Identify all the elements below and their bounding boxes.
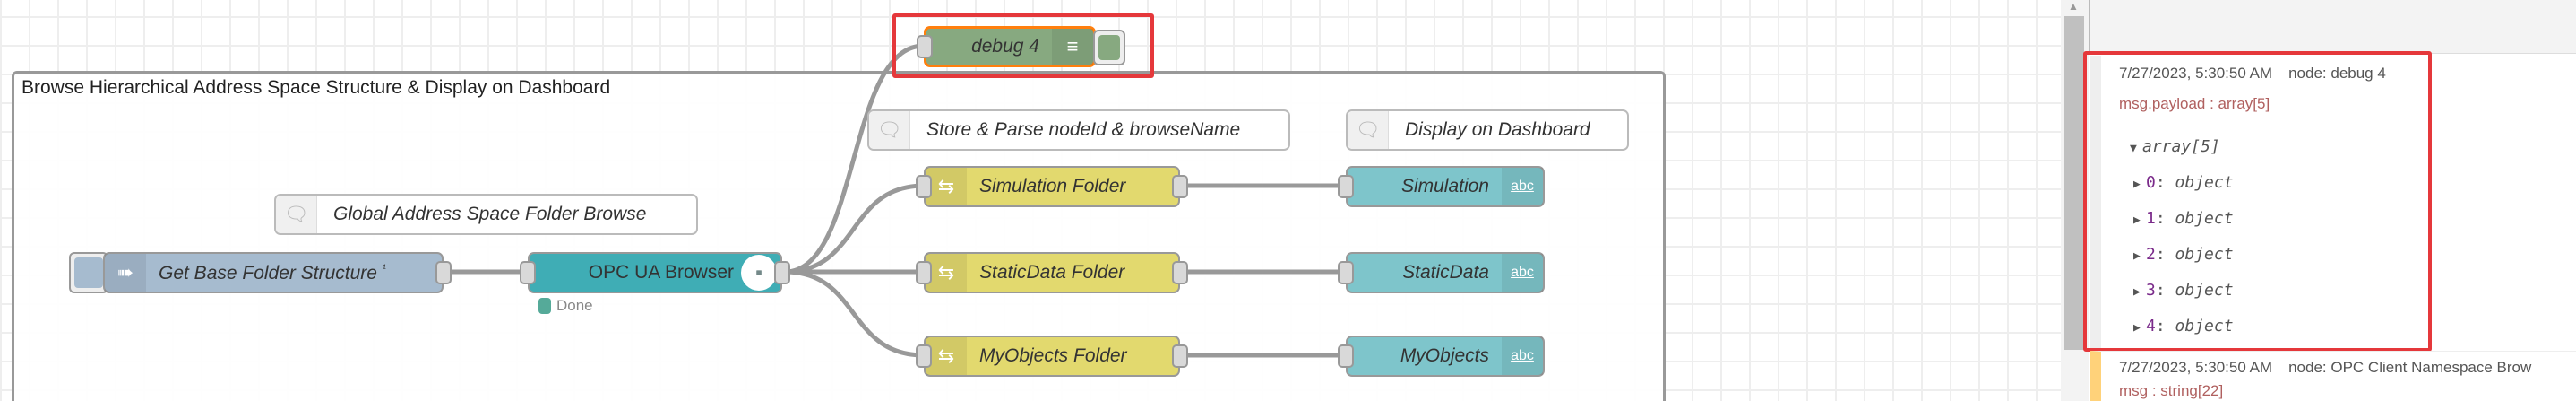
status-dot-icon xyxy=(538,298,551,314)
arrow-right-icon: ➠ xyxy=(105,254,146,292)
change-node-myobjects[interactable]: ⇆ MyObjects Folder xyxy=(916,336,1188,377)
message-node[interactable]: node: OPC Client Namespace Brow xyxy=(2288,359,2532,376)
caret-right-icon: ▶ xyxy=(2133,285,2141,299)
change-node-staticdata[interactable]: ⇆ StaticData Folder xyxy=(916,252,1188,293)
caret-right-icon: ▶ xyxy=(2133,321,2141,335)
input-port[interactable] xyxy=(1338,261,1354,284)
highlight-box xyxy=(2083,51,2432,352)
wire-browser-debug xyxy=(784,43,925,275)
tree-item[interactable]: ▶1: object xyxy=(2130,201,2576,237)
message-node[interactable]: node: debug 4 xyxy=(2288,65,2386,82)
inject-node[interactable]: ➠ Get Base Folder Structure ¹ xyxy=(103,252,452,293)
input-port[interactable] xyxy=(1338,175,1354,198)
debug-message[interactable]: 7/27/2023, 5:30:50 AM node: OPC Client Na… xyxy=(2090,351,2576,401)
change-node-simulation[interactable]: ⇆ Simulation Folder xyxy=(916,166,1188,207)
text-node-myobjects[interactable]: MyObjects abc xyxy=(1338,336,1545,377)
browser-label: OPC UA Browser xyxy=(588,262,734,283)
opcua-browser-node[interactable]: OPC UA Browser ▦ xyxy=(520,252,790,293)
output-port[interactable] xyxy=(774,261,790,284)
comment-display-dashboard[interactable]: 🗨 Display on Dashboard xyxy=(1346,109,1629,151)
message-property: msg.payload : array[5] xyxy=(2119,95,2270,112)
flow-canvas[interactable]: Browse Hierarchical Address Space Struct… xyxy=(0,0,2061,401)
abc-text-icon: abc xyxy=(1502,337,1543,375)
comment-icon: 🗨 xyxy=(276,196,317,233)
comment-icon: 🗨 xyxy=(1348,111,1389,149)
wire-browser-simulation xyxy=(784,183,925,275)
tree-item[interactable]: ▶2: object xyxy=(2130,237,2576,273)
debug-toggle-button[interactable] xyxy=(1093,30,1125,65)
input-port[interactable] xyxy=(1338,344,1354,368)
input-port[interactable] xyxy=(916,344,932,368)
debug-label: debug 4 xyxy=(971,36,1039,57)
input-port[interactable] xyxy=(916,261,932,284)
comment-icon: 🗨 xyxy=(869,111,910,149)
list-icon: ≡ xyxy=(1052,29,1093,65)
tree-root[interactable]: ▼array[5] xyxy=(2130,129,2576,165)
input-port[interactable] xyxy=(916,175,932,198)
opcua-logo-icon: ▦ xyxy=(741,255,777,291)
inject-suffix: ¹ xyxy=(382,261,386,275)
sidebar-header xyxy=(2089,0,2576,54)
debug-message[interactable]: 7/27/2023, 5:30:50 AM node: debug 4 msg.p… xyxy=(2090,56,2576,350)
shuffle-icon: ⇆ xyxy=(926,254,967,292)
group-title: Browse Hierarchical Address Space Struct… xyxy=(22,77,611,98)
output-port[interactable] xyxy=(1172,261,1188,284)
debug-node[interactable]: debug 4 ≡ xyxy=(917,26,1096,67)
tree-item[interactable]: ▶3: object xyxy=(2130,273,2576,309)
message-time: 7/27/2023, 5:30:50 AM xyxy=(2119,65,2273,82)
input-port[interactable] xyxy=(520,261,536,284)
message-property: msg : string[22] xyxy=(2119,382,2224,399)
inject-trigger-button[interactable] xyxy=(69,252,108,293)
wires xyxy=(444,43,1346,358)
payload-tree: ▼array[5] ▶0: object ▶1: object ▶2: obje… xyxy=(2119,129,2576,344)
abc-text-icon: abc xyxy=(1502,254,1543,292)
text-node-staticdata[interactable]: StaticData abc xyxy=(1338,252,1545,293)
output-port[interactable] xyxy=(1172,175,1188,198)
wire-browser-myobjects xyxy=(784,269,925,358)
shuffle-icon: ⇆ xyxy=(926,168,967,205)
tree-item[interactable]: ▶4: object xyxy=(2130,309,2576,344)
message-time: 7/27/2023, 5:30:50 AM xyxy=(2119,359,2273,376)
shuffle-icon: ⇆ xyxy=(926,337,967,375)
caret-right-icon: ▶ xyxy=(2133,214,2141,227)
debug-sidebar: ▲ 7/27/2023, 5:30:50 AM node: debug 4 msg… xyxy=(2061,0,2576,401)
output-port[interactable] xyxy=(435,261,452,284)
status-text: Done xyxy=(556,297,593,314)
inject-label: Get Base Folder Structure xyxy=(159,262,377,283)
comment-global-browse[interactable]: 🗨 Global Address Space Folder Browse xyxy=(274,194,698,235)
caret-down-icon: ▼ xyxy=(2130,142,2137,155)
caret-right-icon: ▶ xyxy=(2133,178,2141,191)
comment-store-parse[interactable]: 🗨 Store & Parse nodeId & browseName xyxy=(867,109,1290,151)
scrollbar-thumb[interactable] xyxy=(2064,16,2084,350)
highlight-box xyxy=(892,13,1154,78)
scroll-up-icon[interactable]: ▲ xyxy=(2068,0,2079,13)
node-status: Done xyxy=(538,297,593,315)
caret-right-icon: ▶ xyxy=(2133,249,2141,263)
output-port[interactable] xyxy=(1172,344,1188,368)
abc-text-icon: abc xyxy=(1502,168,1543,205)
input-port[interactable] xyxy=(917,35,933,58)
text-node-simulation[interactable]: Simulation abc xyxy=(1338,166,1545,207)
tree-item[interactable]: ▶0: object xyxy=(2130,165,2576,201)
